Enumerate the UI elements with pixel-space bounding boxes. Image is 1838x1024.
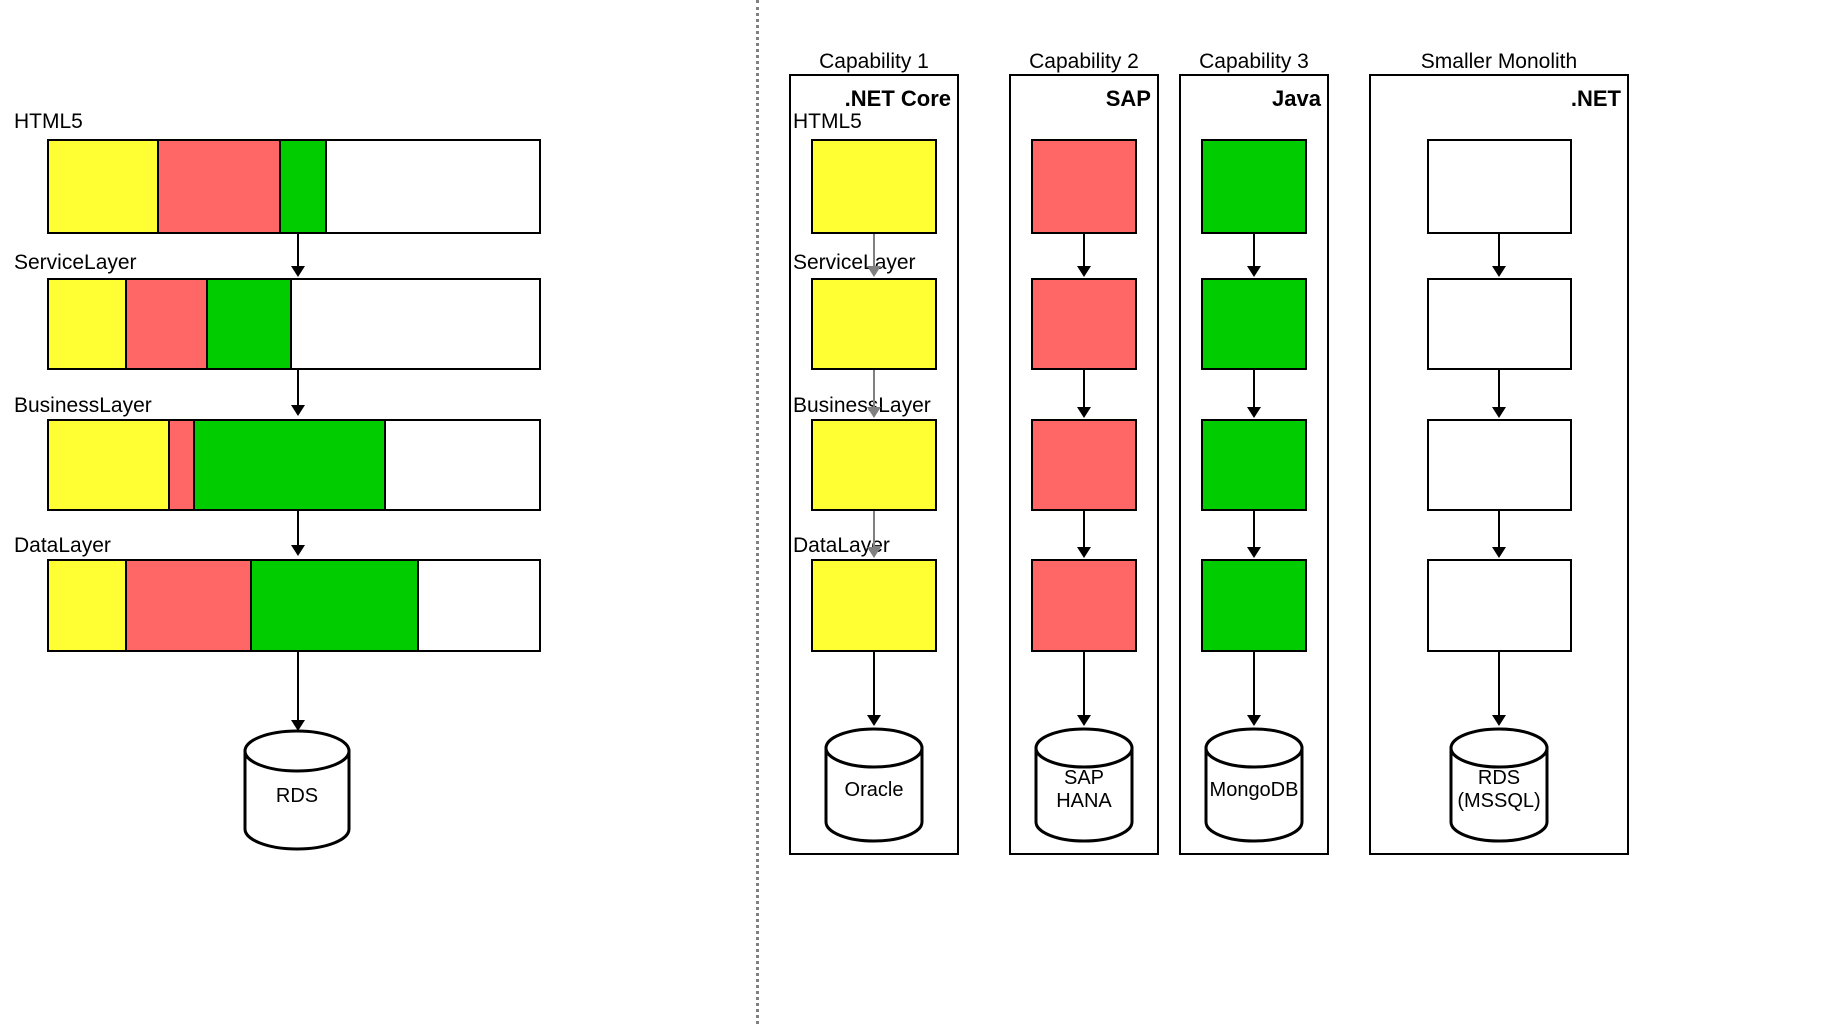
capability-2-arrow-4 — [1083, 652, 1085, 717]
capability-4-layer-box-4 — [1427, 559, 1572, 652]
monolith-segment-businesslayer-green — [194, 421, 386, 509]
capability-1-arrow-1 — [873, 234, 875, 268]
capability-3-arrow-3 — [1253, 511, 1255, 549]
monolith-arrow-businesslayer-to-datalayer — [297, 511, 299, 547]
section-divider — [756, 0, 759, 1024]
monolith-segment-servicelayer-red — [127, 280, 209, 368]
capability-4-arrow-head-1 — [1492, 266, 1506, 277]
monolith-layer-label-html5: HTML5 — [14, 110, 83, 133]
capability-2-layer-box-3 — [1031, 419, 1137, 511]
monolith-segment-datalayer-green — [252, 561, 419, 650]
capability-3-arrow-head-4 — [1247, 715, 1261, 726]
capability-3-layer-box-1 — [1201, 139, 1307, 234]
capability-1-arrow-4 — [873, 652, 875, 717]
capability-4-arrow-4 — [1498, 652, 1500, 717]
capability-3-layer-box-3 — [1201, 419, 1307, 511]
monolith-segment-servicelayer-yellow — [49, 280, 128, 368]
capability-2-arrow-head-2 — [1077, 407, 1091, 418]
capability-2-layer-box-2 — [1031, 278, 1137, 370]
monolith-segment-html5-red — [158, 141, 281, 232]
monolith-arrow-head-2 — [291, 405, 305, 416]
capability-4-layer-box-2 — [1427, 278, 1572, 370]
capability-3-arrow-1 — [1253, 234, 1255, 268]
capability-2-layer-box-4 — [1031, 559, 1137, 652]
capability-tech-1: .NET Core — [844, 86, 951, 111]
capability-1-arrow-head-3 — [867, 547, 881, 558]
capability-1-arrow-head-4 — [867, 715, 881, 726]
capability-title-4: Smaller Monolith — [1420, 50, 1578, 73]
capability-2-arrow-1 — [1083, 234, 1085, 268]
capability-1-layer-box-1 — [811, 139, 937, 234]
capability-3-arrow-2 — [1253, 370, 1255, 409]
capability-4-arrow-head-2 — [1492, 407, 1506, 418]
capability-tech-4: .NET — [1570, 86, 1621, 111]
monolith-bar-businesslayer — [47, 419, 541, 511]
capability-3-layer-box-4 — [1201, 559, 1307, 652]
capability-4-arrow-head-4 — [1492, 715, 1506, 726]
capability-1-arrow-3 — [873, 511, 875, 549]
monolith-arrow-head-4 — [291, 720, 305, 731]
capability-1-layer-box-4 — [811, 559, 937, 652]
monolith-arrow-datalayer-to-db — [297, 652, 299, 722]
monolith-segment-html5-green — [280, 141, 328, 232]
capability-3-arrow-head-1 — [1247, 266, 1261, 277]
monolith-bar-datalayer — [47, 559, 541, 652]
capability-4-layer-box-3 — [1427, 419, 1572, 511]
capability-4-arrow-1 — [1498, 234, 1500, 268]
capability-tech-3: Java — [1272, 86, 1321, 111]
capability-title-2: Capability 2 — [1029, 50, 1139, 73]
capability-3-arrow-head-3 — [1247, 547, 1261, 558]
capability-1-layer-label-servicelayer: ServiceLayer — [793, 251, 916, 274]
monolith-bar-html5 — [47, 139, 541, 234]
monolith-segment-businesslayer-yellow — [49, 421, 170, 509]
monolith-segment-datalayer-white — [418, 561, 539, 650]
capability-1-layer-label-businesslayer: BusinessLayer — [793, 394, 931, 417]
capability-1-database-cylinder: Oracle — [824, 727, 924, 843]
capability-title-1: Capability 1 — [819, 50, 929, 73]
capability-3-layer-box-2 — [1201, 278, 1307, 370]
monolith-segment-businesslayer-red — [169, 421, 195, 509]
monolith-arrow-head-3 — [291, 545, 305, 556]
monolith-segment-html5-white — [327, 141, 539, 232]
monolith-database-cylinder: RDS — [243, 729, 351, 851]
capability-1-layer-label-html5: HTML5 — [793, 110, 862, 133]
monolith-segment-datalayer-red — [127, 561, 253, 650]
monolith-segment-businesslayer-white — [385, 421, 539, 509]
capability-2-layer-box-1 — [1031, 139, 1137, 234]
monolith-segment-servicelayer-white — [291, 280, 539, 368]
capability-tech-2: SAP — [1105, 86, 1151, 111]
capability-2-arrow-3 — [1083, 511, 1085, 549]
capability-3-arrow-4 — [1253, 652, 1255, 717]
capability-title-3: Capability 3 — [1199, 50, 1309, 73]
capability-2-arrow-head-1 — [1077, 266, 1091, 277]
capability-4-arrow-head-3 — [1492, 547, 1506, 558]
monolith-segment-html5-yellow — [49, 141, 159, 232]
capability-3-arrow-head-2 — [1247, 407, 1261, 418]
capability-2-arrow-head-3 — [1077, 547, 1091, 558]
monolith-segment-datalayer-yellow — [49, 561, 128, 650]
monolith-arrow-head-1 — [291, 266, 305, 277]
monolith-layer-label-businesslayer: BusinessLayer — [14, 394, 152, 417]
monolith-segment-servicelayer-green — [208, 280, 292, 368]
capability-1-layer-box-3 — [811, 419, 937, 511]
monolith-arrow-html5-to-servicelayer — [297, 234, 299, 268]
capability-4-database-cylinder: RDS(MSSQL) — [1449, 727, 1549, 843]
capability-2-arrow-head-4 — [1077, 715, 1091, 726]
capability-1-arrow-head-2 — [867, 407, 881, 418]
capability-4-layer-box-1 — [1427, 139, 1572, 234]
capability-3-database-cylinder: MongoDB — [1204, 727, 1304, 843]
monolith-arrow-servicelayer-to-businesslayer — [297, 370, 299, 407]
capability-1-layer-label-datalayer: DataLayer — [793, 534, 890, 557]
monolith-layer-label-datalayer: DataLayer — [14, 534, 111, 557]
capability-1-arrow-head-1 — [867, 266, 881, 277]
capability-4-arrow-3 — [1498, 511, 1500, 549]
monolith-bar-servicelayer — [47, 278, 541, 370]
capability-1-layer-box-2 — [811, 278, 937, 370]
capability-1-arrow-2 — [873, 370, 875, 409]
capability-2-arrow-2 — [1083, 370, 1085, 409]
monolith-layer-label-servicelayer: ServiceLayer — [14, 251, 137, 274]
capability-4-arrow-2 — [1498, 370, 1500, 409]
